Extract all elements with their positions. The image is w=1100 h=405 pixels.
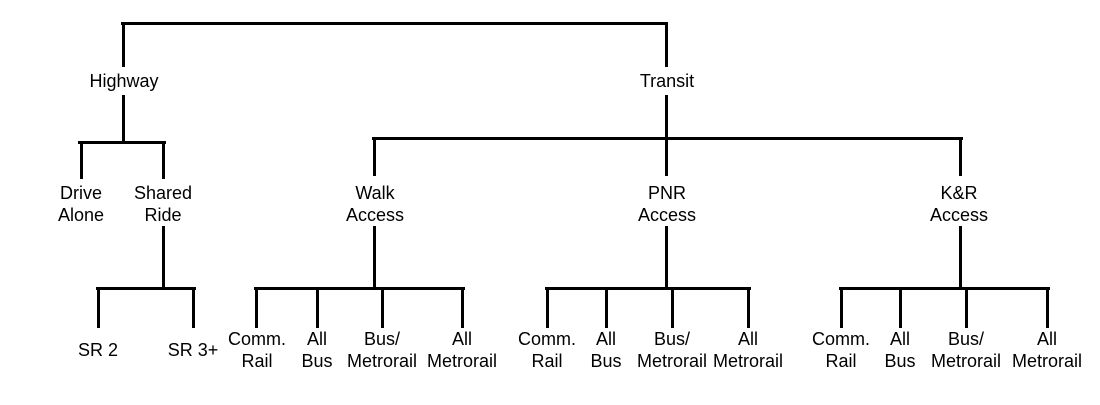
connector-walk-leaf-drop-2: [316, 287, 319, 328]
connector-knr-access-stem: [959, 226, 962, 290]
node-walk-all-metrorail: All Metrorail: [426, 329, 498, 371]
connector-walk-access-drop: [373, 137, 376, 176]
connector-walk-leaf-drop-3: [381, 287, 384, 328]
connector-pnr-leaf-drop-4: [747, 287, 750, 328]
node-knr-access: K&R Access: [929, 183, 989, 225]
connector-pnr-leaf-drop-1: [546, 287, 549, 328]
connector-highway-stem-bottom: [122, 95, 125, 144]
node-walk-all-bus: All Bus: [301, 329, 333, 371]
node-sr2: SR 2: [77, 340, 119, 360]
connector-pnr-access-stem: [665, 226, 668, 290]
node-highway: Highway: [89, 71, 159, 91]
node-knr-comm-rail: Comm. Rail: [812, 329, 870, 371]
connector-sr-bracket: [96, 287, 196, 290]
node-drive-alone: Drive Alone: [57, 183, 105, 225]
connector-pnr-leaf-bracket: [545, 287, 751, 290]
connector-shared-ride-stem: [162, 226, 165, 290]
connector-access-bracket: [372, 137, 963, 140]
connector-knr-leaf-drop-2: [899, 287, 902, 328]
connector-sr3plus-drop: [192, 287, 195, 328]
connector-root-horizontal: [121, 22, 668, 25]
node-knr-all-bus: All Bus: [884, 329, 916, 371]
connector-highway-stem-top: [122, 22, 125, 67]
node-pnr-all-bus: All Bus: [590, 329, 622, 371]
connector-shared-ride-drop: [162, 141, 165, 179]
node-shared-ride: Shared Ride: [133, 183, 193, 225]
node-sr3plus: SR 3+: [167, 340, 219, 360]
connector-pnr-leaf-drop-3: [671, 287, 674, 328]
connector-walk-access-stem: [373, 226, 376, 290]
node-pnr-bus-metrorail: Bus/ Metrorail: [636, 329, 708, 371]
connector-walk-leaf-bracket: [254, 287, 465, 290]
connector-pnr-leaf-drop-2: [605, 287, 608, 328]
connector-knr-leaf-drop-1: [840, 287, 843, 328]
node-knr-all-metrorail: All Metrorail: [1011, 329, 1083, 371]
node-knr-bus-metrorail: Bus/ Metrorail: [930, 329, 1002, 371]
node-transit: Transit: [639, 71, 695, 91]
connector-knr-access-drop: [959, 137, 962, 176]
connector-sr2-drop: [97, 287, 100, 328]
node-pnr-all-metrorail: All Metrorail: [712, 329, 784, 371]
connector-drive-alone-drop: [80, 141, 83, 179]
connector-walk-leaf-drop-1: [255, 287, 258, 328]
node-pnr-comm-rail: Comm. Rail: [518, 329, 576, 371]
connector-highway-bracket: [78, 141, 166, 144]
connector-knr-leaf-bracket: [839, 287, 1050, 290]
node-walk-comm-rail: Comm. Rail: [228, 329, 286, 371]
connector-knr-leaf-drop-3: [965, 287, 968, 328]
connector-knr-leaf-drop-4: [1046, 287, 1049, 328]
node-walk-bus-metrorail: Bus/ Metrorail: [346, 329, 418, 371]
node-walk-access: Walk Access: [345, 183, 405, 225]
node-pnr-access: PNR Access: [637, 183, 697, 225]
connector-transit-stem-bottom: [665, 95, 668, 176]
connector-walk-leaf-drop-4: [461, 287, 464, 328]
connector-transit-stem-top: [665, 22, 668, 67]
